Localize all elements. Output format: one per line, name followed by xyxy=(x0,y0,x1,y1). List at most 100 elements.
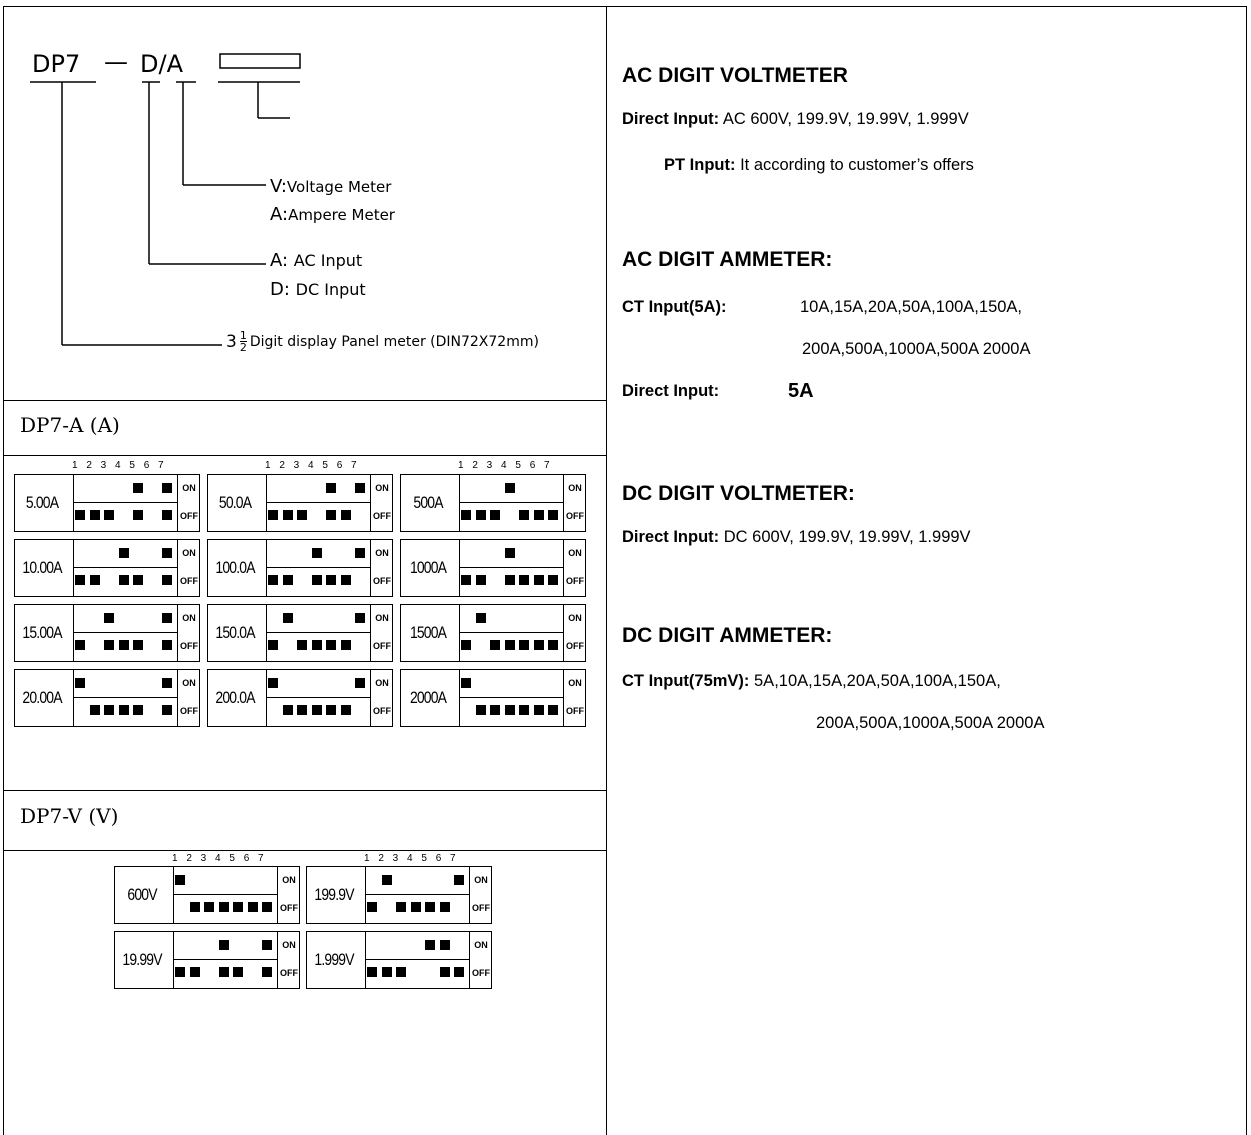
switch-on-marker xyxy=(268,678,278,688)
switch-off-marker xyxy=(189,902,200,912)
switch-off-marker xyxy=(162,705,172,715)
switch-off-marker xyxy=(262,967,272,977)
switch-off-marker xyxy=(533,705,544,715)
ammeter-section-title: DP7-A (A) xyxy=(20,413,120,437)
on-label: ON xyxy=(375,483,389,493)
model-prefix: DP7 xyxy=(32,50,81,78)
switch-off-marker xyxy=(175,967,185,977)
switch-off-marker xyxy=(367,902,377,912)
switch-off-marker xyxy=(367,967,377,977)
switch-on-marker xyxy=(454,875,464,885)
switch-off-marker xyxy=(326,705,336,715)
switch-value: 1500A xyxy=(409,623,447,642)
switch-off-marker xyxy=(548,575,558,585)
v-desc: Voltage Meter xyxy=(286,178,392,196)
off-label: OFF xyxy=(472,903,490,913)
ac-code: A: xyxy=(270,250,289,271)
on-label: ON xyxy=(474,875,488,885)
off-label: OFF xyxy=(566,511,584,521)
switch-off-marker xyxy=(118,640,129,650)
switch-off-marker xyxy=(268,640,278,650)
divider xyxy=(3,850,607,851)
switch-on-marker xyxy=(439,940,450,950)
switch-position-numbers: 1 2 3 4 5 6 7 xyxy=(364,853,459,864)
switch-on-marker xyxy=(461,678,471,688)
dc-voltmeter-title: DC DIGIT VOLTMETER: xyxy=(622,482,855,505)
switch-off-marker xyxy=(340,510,351,520)
on-label: ON xyxy=(282,875,296,885)
switch-off-marker xyxy=(268,575,278,585)
switch-on-marker xyxy=(118,548,129,558)
on-label: ON xyxy=(568,548,582,558)
switch-off-marker xyxy=(340,640,351,650)
v-code: V: xyxy=(270,176,287,197)
model-code: D/A xyxy=(140,50,183,78)
switch-off-marker xyxy=(439,902,450,912)
switch-on-marker xyxy=(355,483,365,493)
switch-off-marker xyxy=(548,510,558,520)
digits-desc: Digit display Panel meter (DIN72X72mm) xyxy=(249,333,539,350)
switch-off-marker xyxy=(89,575,100,585)
switch-off-marker xyxy=(297,705,307,715)
switch-off-marker xyxy=(461,575,471,585)
divider xyxy=(3,455,607,456)
switch-off-marker xyxy=(297,640,307,650)
digits-whole: 3 xyxy=(226,331,237,352)
off-label: OFF xyxy=(373,641,391,651)
digits-denominator: 2 xyxy=(239,341,247,354)
switch-off-marker xyxy=(490,705,500,715)
switch-off-marker xyxy=(326,640,336,650)
switch-off-marker xyxy=(218,967,229,977)
switch-off-marker xyxy=(89,510,100,520)
switch-on-marker xyxy=(355,613,365,623)
on-label: ON xyxy=(282,940,296,950)
dc-code: D: xyxy=(270,279,290,300)
switch-off-marker xyxy=(326,510,336,520)
dc-ammeter-ct-line2: 200A,500A,1000A,500A 2000A xyxy=(816,714,1045,732)
switch-on-marker xyxy=(311,548,322,558)
on-label: ON xyxy=(182,613,196,623)
switch-on-marker xyxy=(162,678,172,688)
switch-on-marker xyxy=(282,613,293,623)
switch-off-marker xyxy=(282,510,293,520)
switch-off-marker xyxy=(204,902,214,912)
off-label: OFF xyxy=(566,576,584,586)
ac-ammeter-ct-line1: 10A,15A,20A,50A,100A,150A, xyxy=(800,298,1023,316)
switch-off-marker xyxy=(454,967,464,977)
column-divider xyxy=(606,6,607,1135)
switch-on-marker xyxy=(262,940,272,950)
switch-off-marker xyxy=(519,575,529,585)
switch-position-numbers: 1 2 3 4 5 6 7 xyxy=(458,460,553,471)
on-label: ON xyxy=(182,678,196,688)
switch-off-marker xyxy=(89,705,100,715)
switch-off-marker xyxy=(326,575,336,585)
switch-off-marker xyxy=(548,705,558,715)
digits-fraction: 1 2 xyxy=(239,329,247,354)
switch-off-marker xyxy=(133,510,143,520)
switch-value: 5.00A xyxy=(25,493,59,512)
digits-numerator: 1 xyxy=(239,329,247,342)
switch-off-marker xyxy=(396,967,406,977)
on-label: ON xyxy=(568,678,582,688)
off-label: OFF xyxy=(180,641,198,651)
off-label: OFF xyxy=(180,706,198,716)
switch-off-marker xyxy=(311,575,322,585)
switch-off-marker xyxy=(162,575,172,585)
switch-off-marker xyxy=(282,705,293,715)
switch-off-marker xyxy=(162,510,172,520)
switch-on-marker xyxy=(504,548,515,558)
switch-on-marker xyxy=(504,483,515,493)
switch-off-marker xyxy=(490,510,500,520)
off-label: OFF xyxy=(373,576,391,586)
switch-off-marker xyxy=(410,902,421,912)
switch-off-marker xyxy=(104,640,114,650)
switch-on-marker xyxy=(104,613,114,623)
switch-off-marker xyxy=(340,705,351,715)
switch-off-marker xyxy=(504,575,515,585)
ac-ammeter-ct: CT Input(5A): xyxy=(622,298,727,316)
